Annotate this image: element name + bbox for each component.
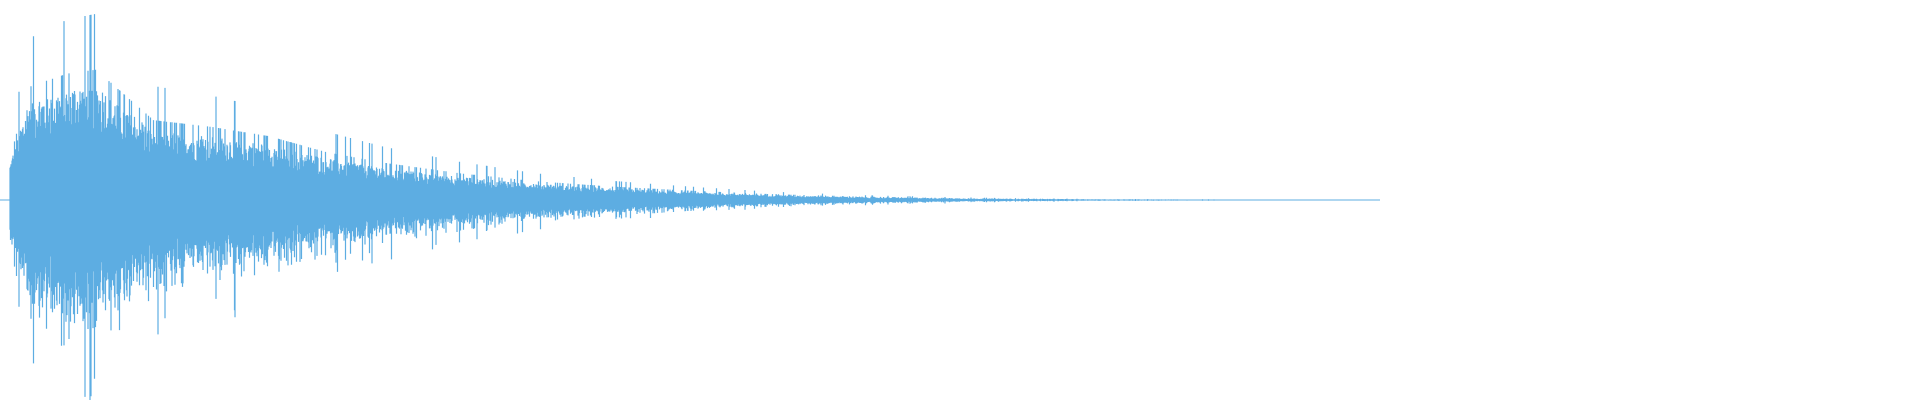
waveform-trace bbox=[9, 14, 1377, 400]
